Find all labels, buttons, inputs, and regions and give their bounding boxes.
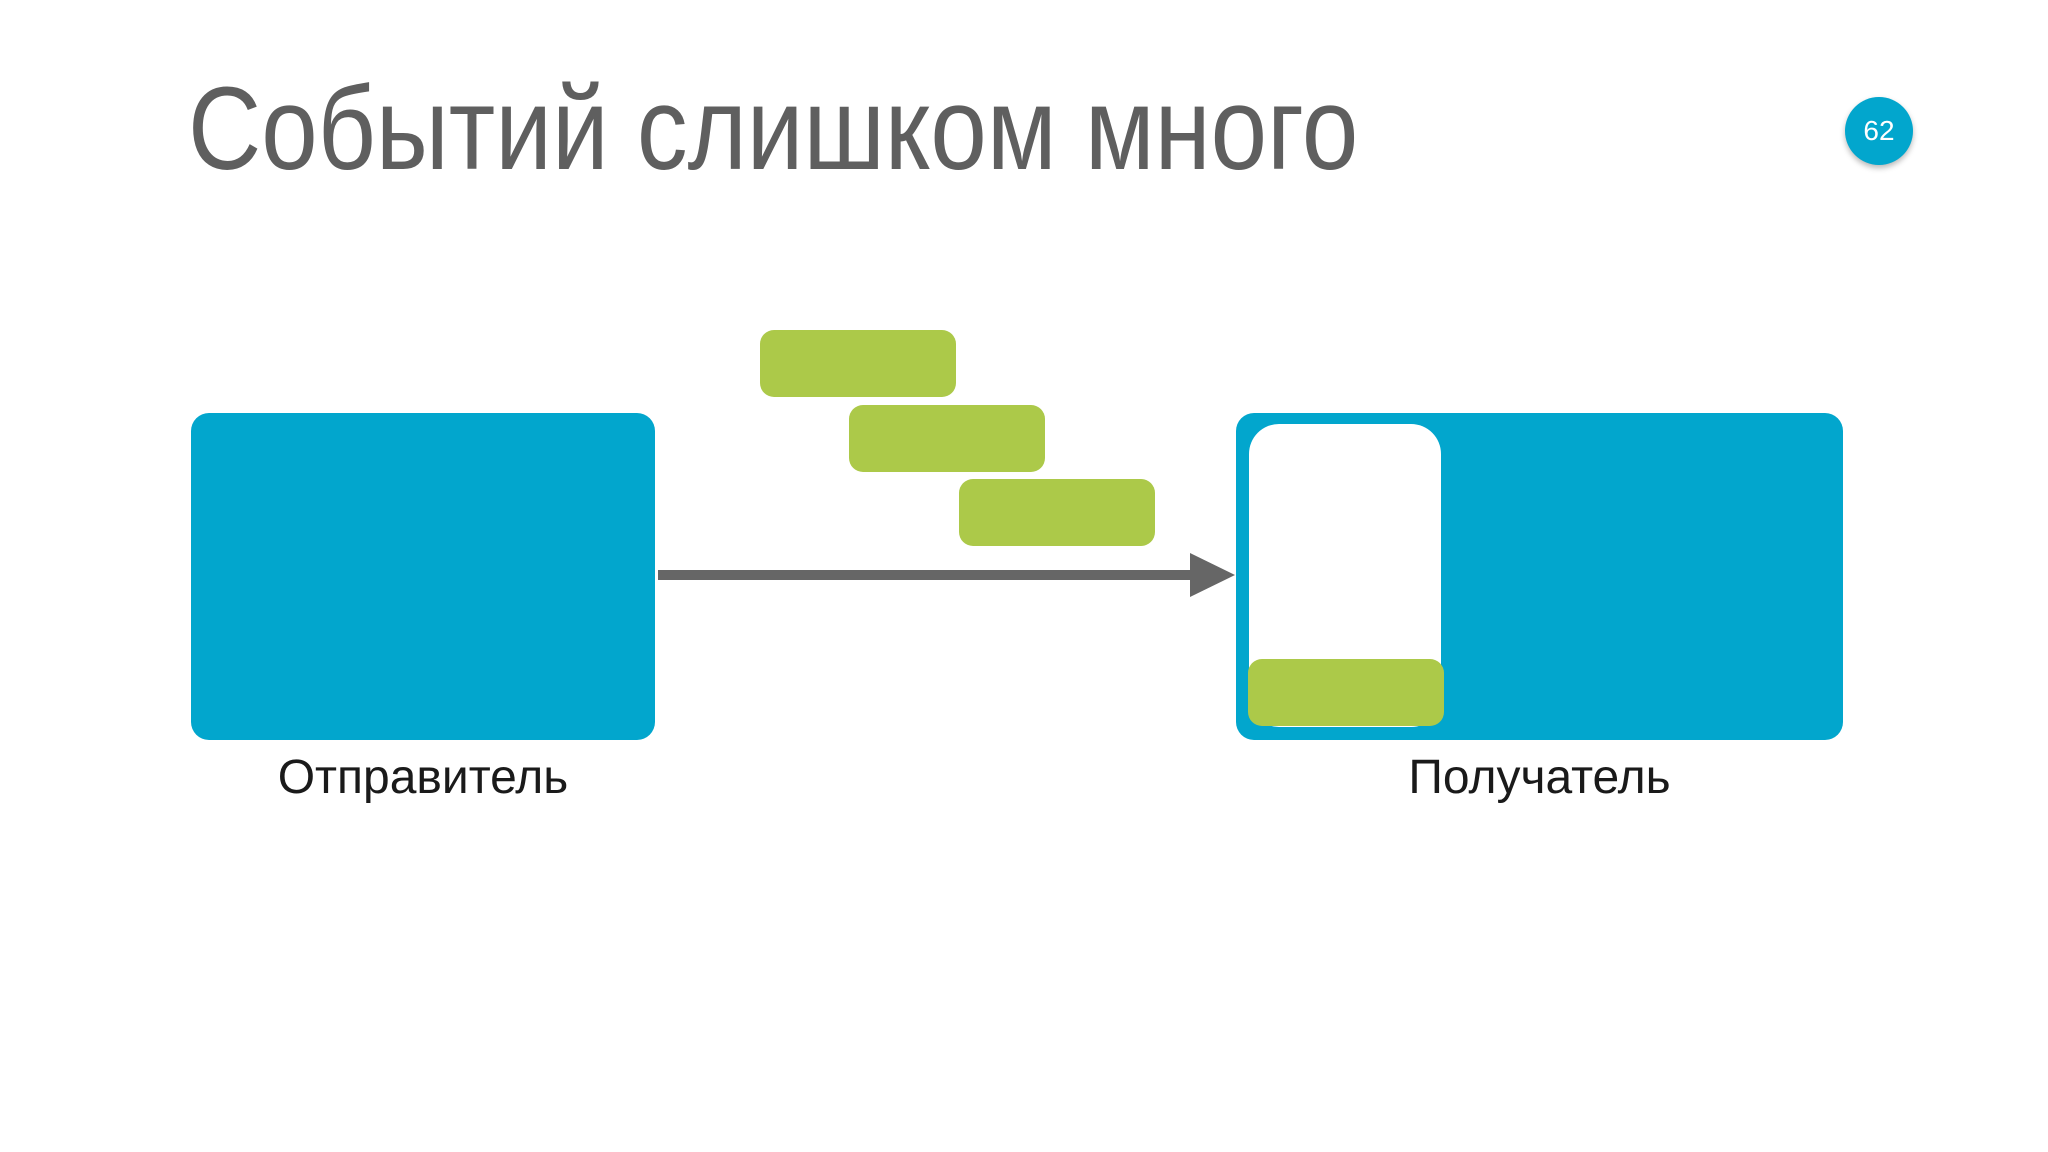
- event-queued: [1248, 659, 1444, 726]
- arrow-head: [1190, 553, 1235, 597]
- page-number-badge: 62: [1845, 97, 1913, 165]
- event-in-transit: [959, 479, 1155, 546]
- slide-title: Событий слишком много: [188, 63, 1359, 195]
- event-in-transit: [849, 405, 1045, 472]
- sender-label: Отправитель: [277, 751, 569, 804]
- sender-box: [191, 413, 655, 740]
- receiver-label: Получатель: [1408, 751, 1671, 804]
- event-in-transit: [760, 330, 956, 397]
